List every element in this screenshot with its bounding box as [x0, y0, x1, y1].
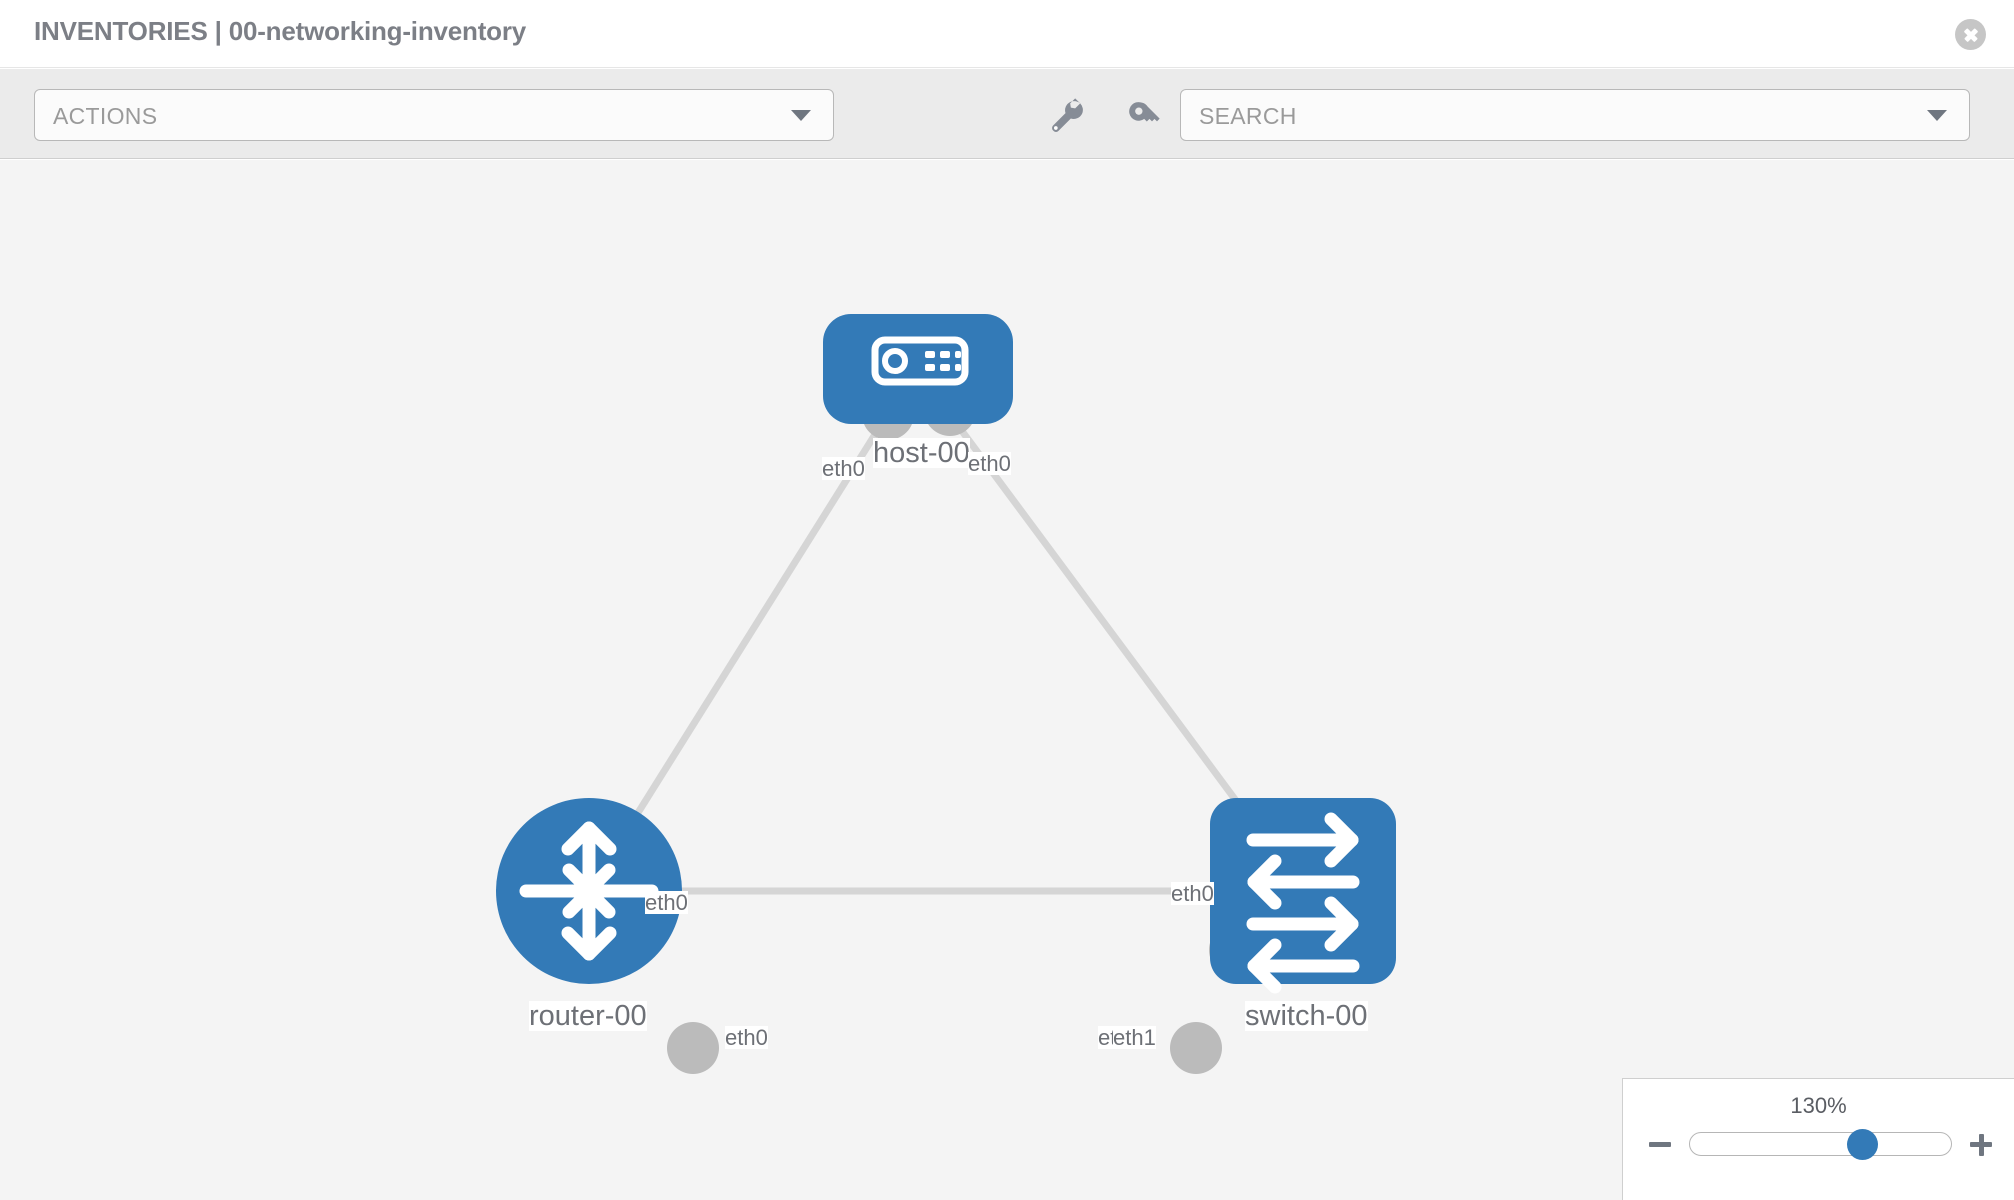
- actions-dropdown[interactable]: ACTIONS: [34, 89, 834, 141]
- node-host-00: [823, 314, 1013, 424]
- link-label-router-right-eth: eth0: [725, 1025, 768, 1050]
- link-label-switch-left-eth1: eth1: [1113, 1025, 1156, 1050]
- link-label-router-up-eth: eth0: [645, 890, 688, 915]
- search-placeholder: SEARCH: [1199, 103, 1297, 129]
- toolbar: ACTIONS SEARCH: [0, 69, 2014, 159]
- search-input[interactable]: SEARCH: [1180, 89, 1970, 141]
- chevron-down-icon: [791, 110, 811, 121]
- zoom-control-panel: 130%: [1622, 1078, 2014, 1200]
- zoom-slider[interactable]: [1689, 1128, 1952, 1160]
- link-label-host-right-eth: eth0: [968, 451, 1011, 476]
- node-label-host-00: host-00: [873, 437, 970, 469]
- page-header: INVENTORIES | 00-networking-inventory: [0, 0, 2014, 68]
- node-router-00: [496, 798, 682, 984]
- close-icon[interactable]: [1955, 19, 1986, 50]
- link-label-host-left-eth: eth0: [822, 456, 865, 481]
- switch-arrows-icon: [1246, 812, 1360, 994]
- chevron-down-icon: [1927, 110, 1947, 121]
- node-label-switch-00: switch-00: [1245, 1000, 1368, 1032]
- wrench-icon[interactable]: [1047, 97, 1087, 137]
- link-label-switch-up-eth: eth0: [1171, 881, 1214, 906]
- zoom-percent-label: 130%: [1790, 1093, 1847, 1118]
- router-arrows-icon: [519, 821, 659, 961]
- node-label-router-00: router-00: [529, 1000, 647, 1032]
- zoom-control-row: [1647, 1128, 1994, 1160]
- page-title: INVENTORIES | 00-networking-inventory: [34, 16, 527, 46]
- host-server-icon: [871, 336, 969, 386]
- key-icon[interactable]: [1125, 97, 1165, 137]
- node-switch-00: [1210, 798, 1396, 994]
- zoom-in-button[interactable]: [1968, 1131, 1994, 1157]
- endpoint-router-right: [667, 1022, 719, 1074]
- link-host-router: [586, 367, 919, 893]
- zoom-slider-thumb[interactable]: [1846, 1128, 1878, 1160]
- actions-dropdown-label: ACTIONS: [53, 103, 158, 129]
- topology-canvas[interactable]: host-00 router-00 switch-00 eth0 eth0 et…: [0, 160, 2014, 1200]
- topology-graph: [496, 314, 1396, 1074]
- zoom-out-button[interactable]: [1647, 1131, 1673, 1157]
- endpoint-switch-left: [1170, 1022, 1222, 1074]
- host-server-icon-dots: [925, 351, 961, 371]
- toolbar-icons: [1047, 97, 1165, 137]
